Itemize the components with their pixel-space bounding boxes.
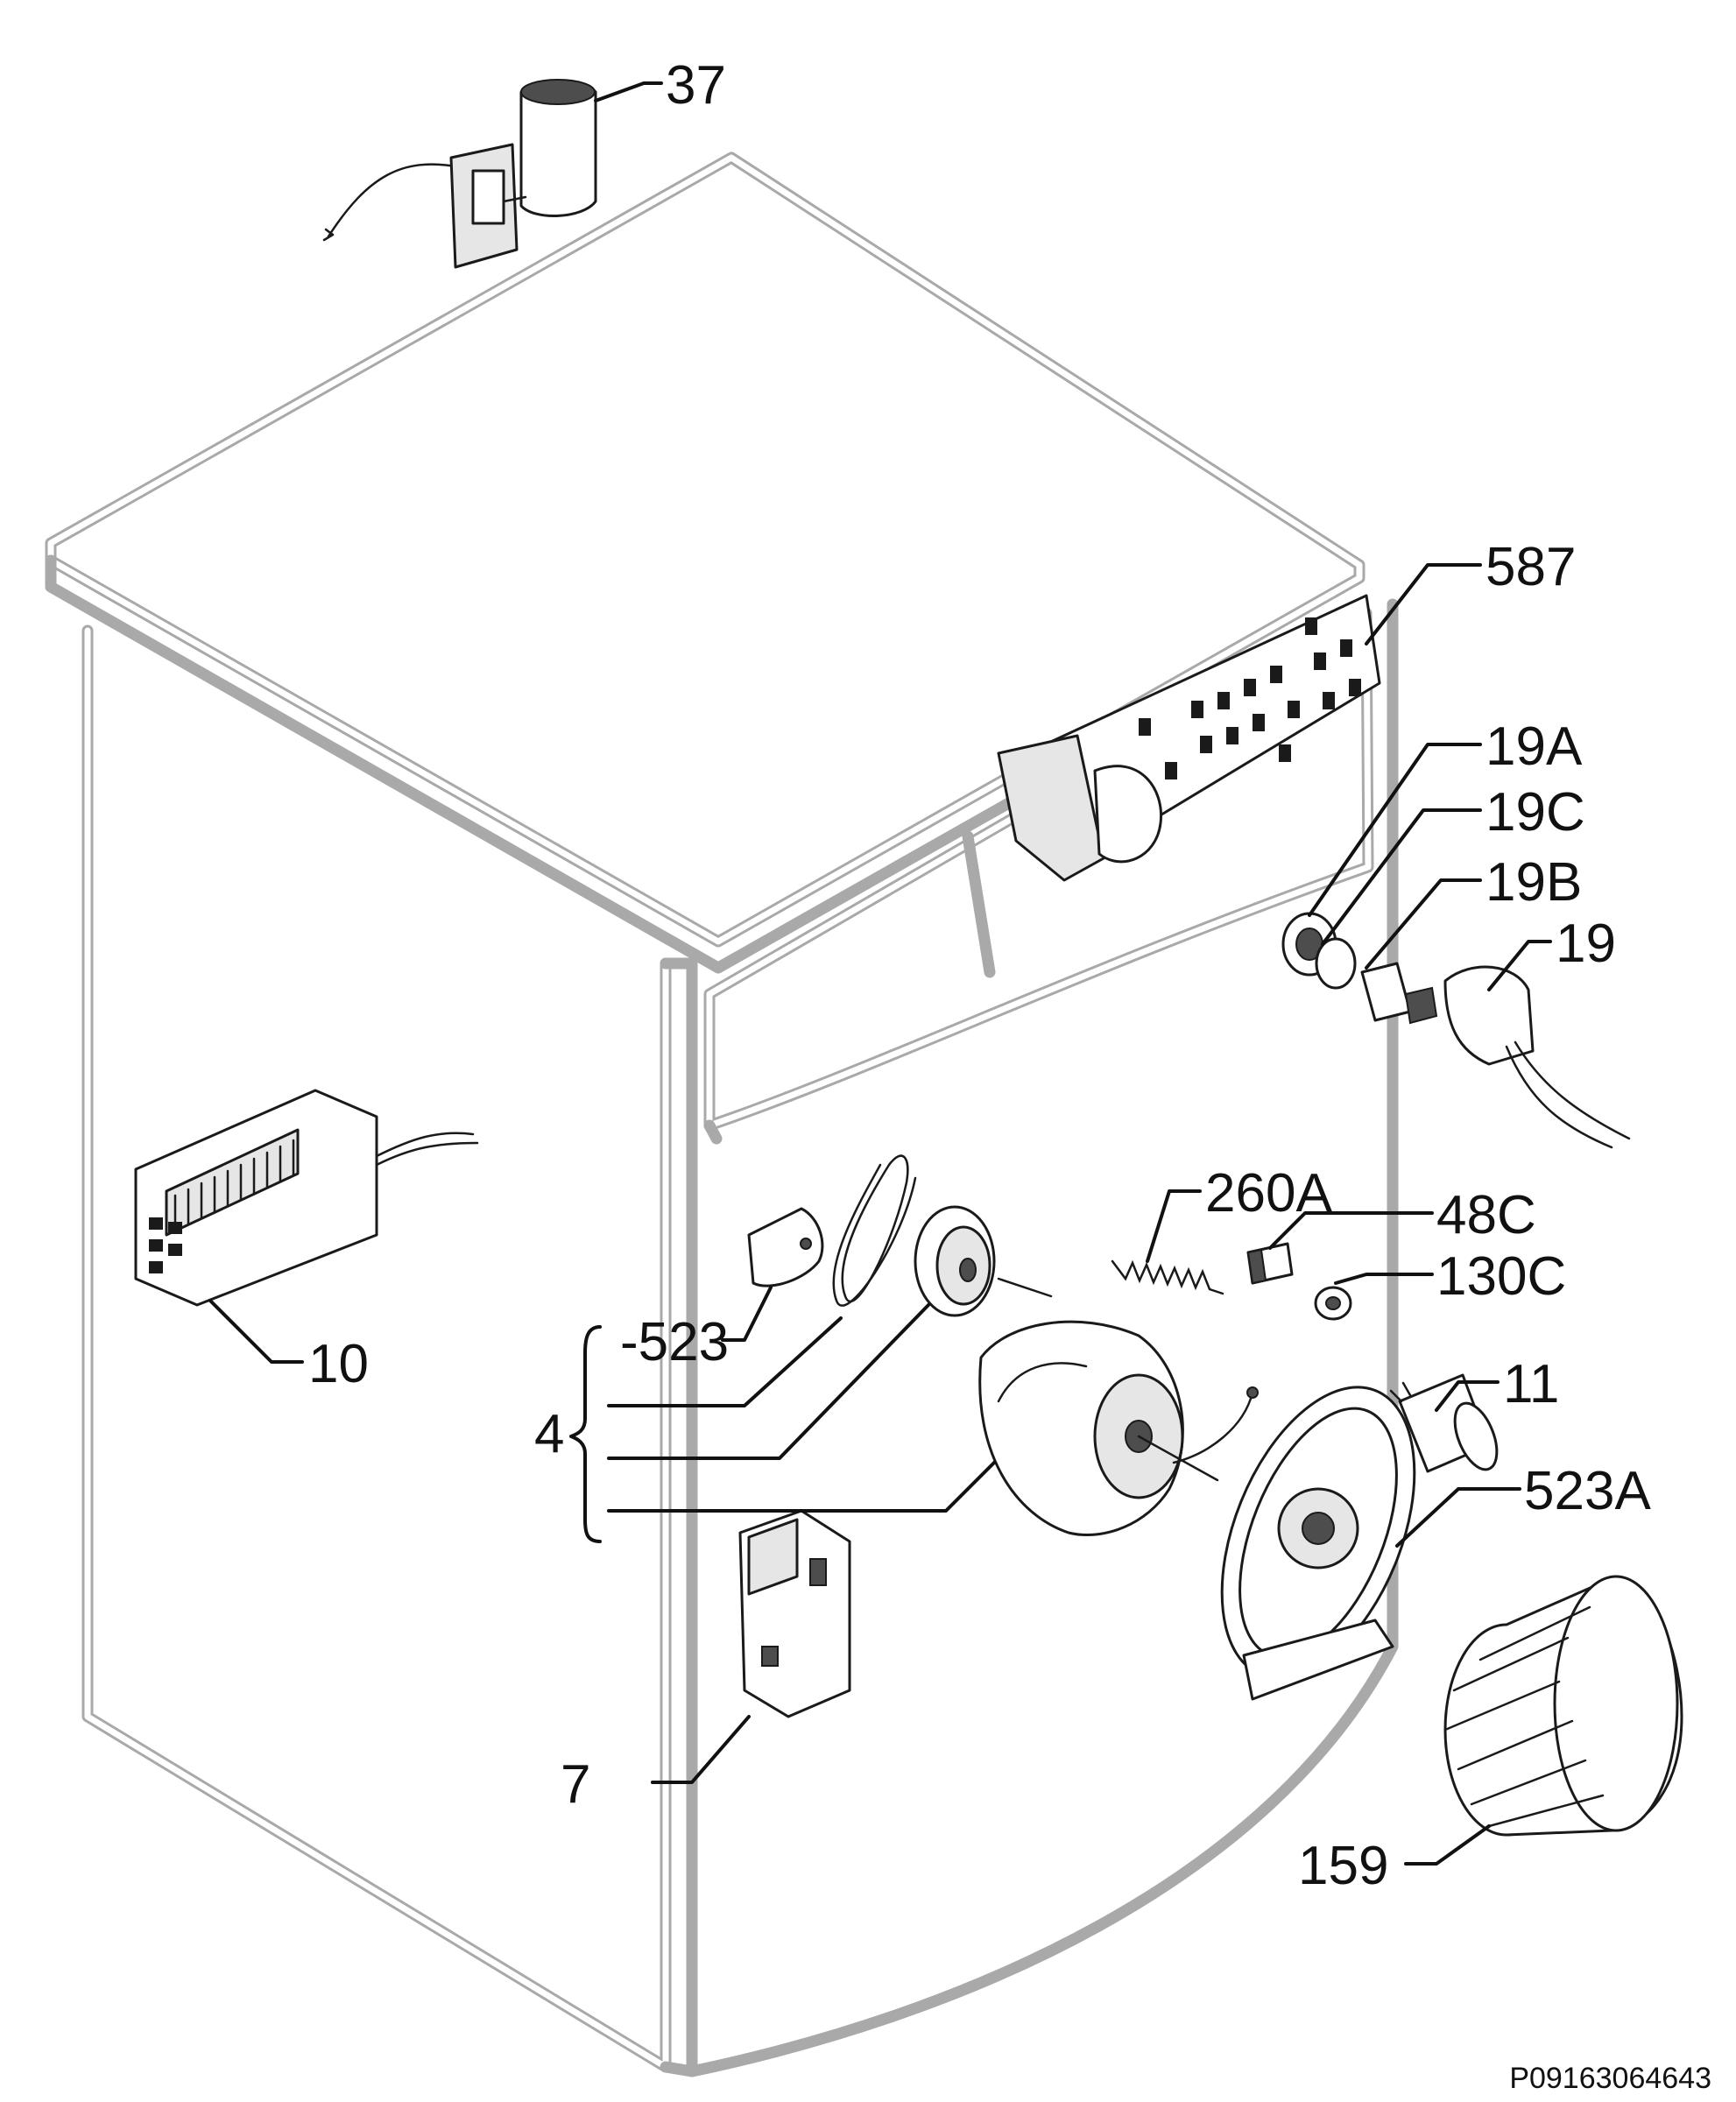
label-part-159: 159 (1298, 1836, 1388, 1896)
door-lock-part-7 (738, 1509, 851, 1718)
label-part-523a: 523A (1524, 1461, 1651, 1521)
document-id: P09163064643 (1509, 2062, 1711, 2095)
label-part-19: 19 (1556, 913, 1616, 974)
spring-part-260a (1111, 1259, 1224, 1295)
label-part-260a: 260A (1205, 1163, 1332, 1224)
callout-labels: 37 587 19A 19C 19B 19 10 260A 48C 130C -… (308, 55, 1711, 2095)
label-part-19a: 19A (1485, 716, 1583, 777)
leader-lines (208, 81, 1552, 1866)
heater-part-10 (134, 1089, 479, 1307)
control-board-part-587 (997, 594, 1381, 882)
label-part-4: 4 (534, 1404, 564, 1464)
cabinet (45, 152, 1399, 2077)
belt-part-523 (747, 1154, 917, 1307)
sensor-assembly-part-19 (1281, 912, 1631, 1149)
motor-assembly-part-4 (914, 1205, 1259, 1537)
label-part-587: 587 (1485, 537, 1576, 597)
fan-housing-part-523a (1220, 1386, 1416, 1701)
label-part-48c: 48C (1436, 1185, 1536, 1245)
label-part-37: 37 (666, 55, 726, 116)
nut-part-130c (1314, 1286, 1352, 1321)
fan-wheel-part-159 (1443, 1575, 1683, 1837)
label-part-10: 10 (308, 1334, 369, 1394)
label-part-11: 11 (1503, 1354, 1559, 1414)
label-part-19c: 19C (1485, 782, 1585, 843)
label-part-7: 7 (561, 1754, 590, 1815)
label-part-19b: 19B (1485, 852, 1582, 913)
label-part-523: -523 (620, 1312, 729, 1372)
capacitor-part-11 (1389, 1373, 1499, 1473)
pin-part-48c (1246, 1242, 1294, 1285)
label-part-130c: 130C (1436, 1246, 1566, 1307)
suppressor-part-37 (322, 79, 597, 269)
